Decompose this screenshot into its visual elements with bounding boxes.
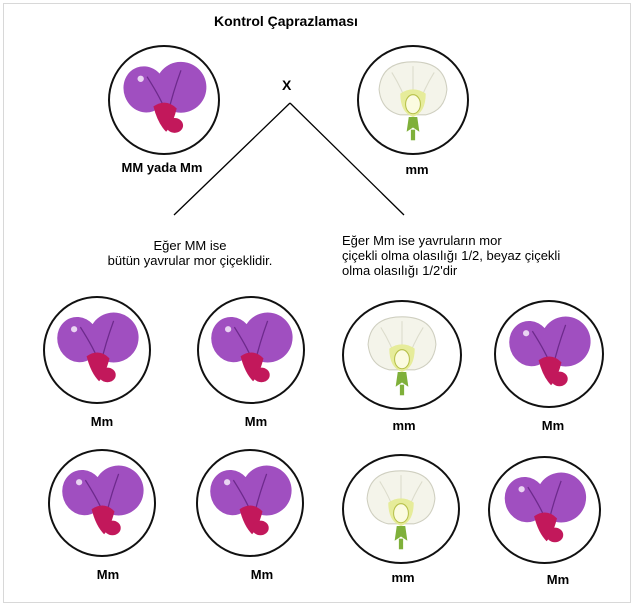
white-flower-icon xyxy=(378,61,448,141)
white-flower-icon xyxy=(367,316,437,396)
note-line: çiçekli olma olasılığı 1/2, beyaz çiçekl… xyxy=(342,248,561,263)
offspring-circle xyxy=(342,454,460,564)
purple-flower-icon xyxy=(62,465,144,536)
purple-flower-icon xyxy=(57,312,139,383)
note-line: Eğer Mm ise yavruların mor xyxy=(342,233,502,248)
note-line: bütün yavrular mor çiçeklidir. xyxy=(107,253,273,268)
offspring-genotype-label: Mm xyxy=(250,567,274,582)
offspring-circle xyxy=(494,300,604,408)
branch-line-left xyxy=(173,102,291,216)
offspring-genotype-label: Mm xyxy=(541,418,565,433)
diagram-title: Kontrol Çaprazlaması xyxy=(214,13,358,29)
note-line: olma olasılığı 1/2'dir xyxy=(342,263,458,278)
white-flower-icon xyxy=(366,470,436,550)
offspring-circle xyxy=(197,296,305,404)
note-right: Eğer Mm ise yavruların mor çiçekli olma … xyxy=(342,233,560,278)
purple-flower-icon xyxy=(123,61,207,133)
offspring-genotype-label: mm xyxy=(391,570,415,585)
note-line: Eğer MM ise xyxy=(153,238,227,253)
offspring-circle xyxy=(48,449,156,557)
figure-frame xyxy=(3,3,631,603)
offspring-circle xyxy=(196,449,304,557)
parent-genotype-label: mm xyxy=(405,162,429,177)
purple-flower-icon xyxy=(509,316,591,387)
cross-symbol: X xyxy=(282,77,292,93)
purple-flower-icon xyxy=(210,465,292,536)
parent-genotype-label: MM yada Mm xyxy=(121,160,203,175)
note-left: Eğer MM ise bütün yavrular mor çiçeklidi… xyxy=(100,238,280,268)
offspring-circle xyxy=(43,296,151,404)
offspring-genotype-label: Mm xyxy=(96,567,120,582)
offspring-genotype-label: mm xyxy=(392,418,416,433)
branch-line-right xyxy=(289,102,405,216)
offspring-genotype-label: Mm xyxy=(546,572,570,587)
purple-flower-icon xyxy=(211,312,293,383)
offspring-circle xyxy=(342,300,462,410)
parent-purple-circle xyxy=(108,45,220,155)
offspring-genotype-label: Mm xyxy=(90,414,114,429)
parent-white-circle xyxy=(357,45,469,155)
purple-flower-icon xyxy=(504,472,587,543)
offspring-genotype-label: Mm xyxy=(244,414,268,429)
offspring-circle xyxy=(488,456,601,564)
